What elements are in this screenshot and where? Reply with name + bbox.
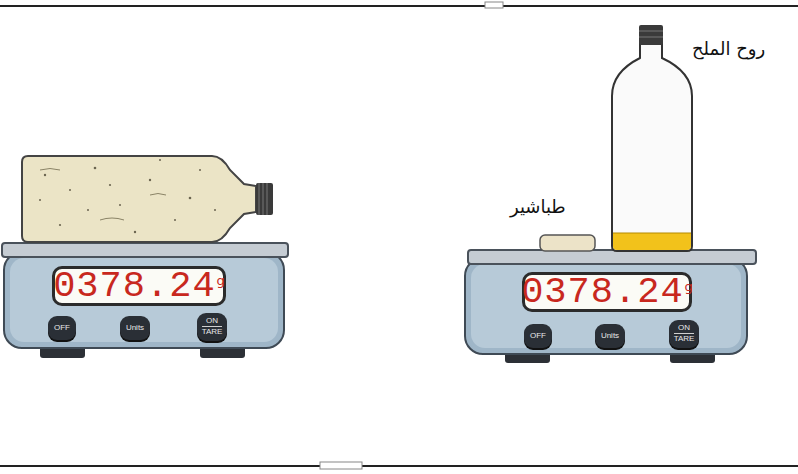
chalk [540,235,595,251]
frame-line [0,5,798,7]
unit-symbol: g [217,273,225,288]
scale-button: Units [595,324,625,348]
acid-bottle [612,25,692,251]
scale-button: ONTARE [669,320,699,348]
scale-display: 0378.24g [52,266,226,306]
frame-line [0,465,798,467]
button-label: TARE [674,333,695,344]
button-label: Units [601,332,619,341]
display-reading: 0378.24 [521,274,683,311]
scale-button: OFF [48,316,76,340]
substance-label: طباشير [510,196,566,217]
scale-display: 0378.24g [522,272,692,312]
substance-label: روح الملح [692,38,765,59]
right-scale [465,250,756,363]
scale-button: ONTARE [197,313,227,341]
button-label: Units [126,324,144,333]
frame-mark [320,462,362,469]
button-label: OFF [530,332,546,341]
button-label: OFF [54,324,70,333]
button-label: TARE [202,326,223,337]
scale-button: Units [120,316,150,340]
display-reading: 0378.24 [53,268,215,305]
lying-bottle [22,156,273,242]
left-scale [2,243,288,358]
frame-mark [485,2,503,8]
scale-button: OFF [524,324,552,348]
button-label: ON [206,317,218,326]
button-label: ON [678,324,690,333]
unit-symbol: g [685,279,693,294]
